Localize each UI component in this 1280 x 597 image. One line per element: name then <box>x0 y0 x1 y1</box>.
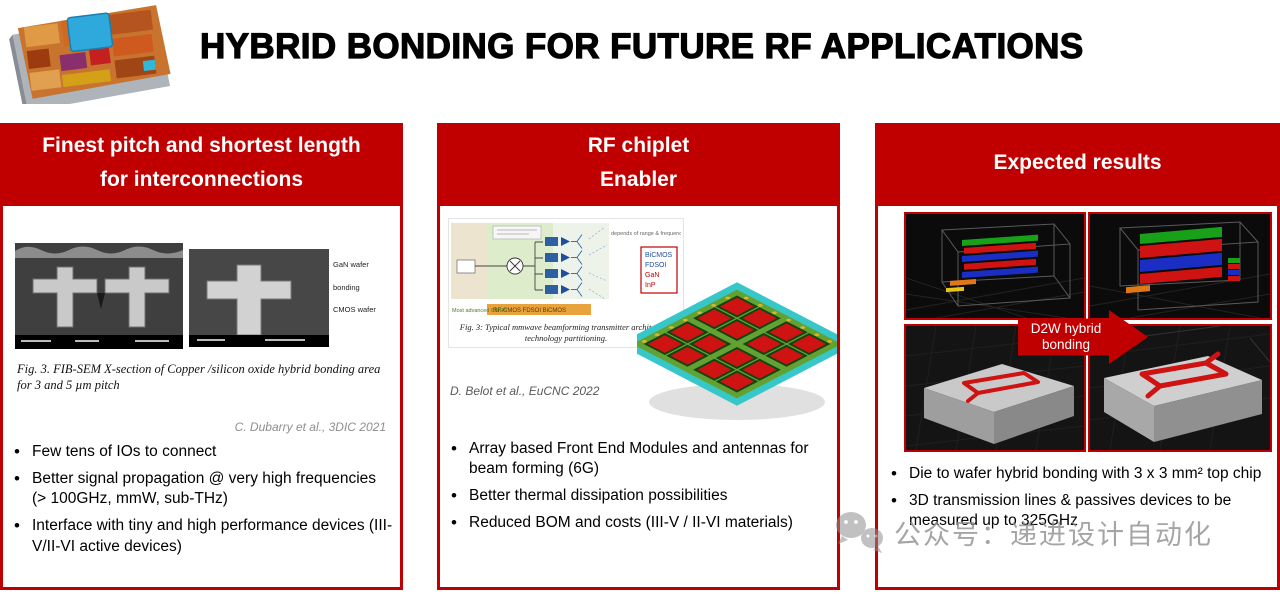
bullet-item: Reduced BOM and costs (III-V / II-VI mat… <box>446 512 835 534</box>
attribution-belot: D. Belot et al., EuCNC 2022 <box>450 384 600 398</box>
wechat-watermark: 公众号：递进设计自动化 <box>834 510 1213 554</box>
panel-interconnect: Finest pitch and shortest length for int… <box>0 123 403 590</box>
die-stack-render-1-image <box>906 214 1084 318</box>
figure-caption: Fig. 3. FIB-SEM X-section of Copper /sil… <box>17 362 381 393</box>
bullet-item: Few tens of IOs to connect <box>9 441 394 463</box>
header-line: Expected results <box>993 151 1162 175</box>
beamforming-figure: BiCMOS FDSOI GaN InP depends of range & … <box>448 218 684 349</box>
panel-rf-chiplet-header: RF chiplet Enabler <box>437 123 840 203</box>
panel-expected-results: Expected results <box>875 123 1280 590</box>
passive-device-render-1-image <box>906 326 1084 450</box>
die-stack-render-2-image <box>1090 214 1270 318</box>
bullet-item: Interface with tiny and high performance… <box>9 515 394 556</box>
diagram-left-label: Most advanced CMOS <box>452 308 508 314</box>
panel-rf-chiplet: RF chiplet Enabler <box>437 123 856 590</box>
bullet-item: Die to wafer hybrid bonding with 3 x 3 m… <box>886 463 1273 485</box>
diagram-box-label: FDSOI <box>645 262 666 269</box>
header-line: Finest pitch and shortest length <box>42 134 361 158</box>
attribution-dubarry: C. Dubarry et al., 3DIC 2021 <box>234 420 386 434</box>
fib-sem-figure: GaN wafer bonding CMOS wafer Fig. 3. FIB… <box>15 239 387 429</box>
bullet-item: Array based Front End Modules and antenn… <box>446 438 835 479</box>
diagram-note: depends of range & frequency <box>611 231 681 237</box>
beamforming-diagram: BiCMOS FDSOI GaN InP depends of range & … <box>449 219 681 321</box>
chip-die-image <box>4 2 182 114</box>
gan-wafer-label: GaN wafer <box>333 260 369 269</box>
passive-device-render-1 <box>904 324 1086 452</box>
bullet-item: Better signal propagation @ very high fr… <box>9 468 394 509</box>
arrow-label-line: bonding <box>1041 337 1091 352</box>
diagram-box-label: GaN <box>645 272 659 279</box>
die-stack-render-1 <box>904 212 1086 320</box>
panel-interconnect-header: Finest pitch and shortest length for int… <box>0 123 403 203</box>
bullet-item: Better thermal dissipation possibilities <box>446 485 835 507</box>
results-bullet-list: Die to wafer hybrid bonding with 3 x 3 m… <box>886 463 1273 538</box>
header-line: RF chiplet <box>587 134 690 158</box>
cmos-wafer-label: CMOS wafer <box>333 305 376 315</box>
watermark-text: 公众号：递进设计自动化 <box>894 519 1213 550</box>
header-line: Enabler <box>599 168 678 191</box>
diagram-box-label: InP <box>645 282 656 289</box>
page-title: HYBRID BONDING FOR FUTURE RF APPLICATION… <box>199 26 1084 66</box>
chiplet-array-illustration <box>618 282 856 420</box>
sem-side-labels: GaN wafer bonding CMOS wafer <box>333 260 385 329</box>
bonding-label: bonding <box>333 282 360 292</box>
fib-sem-image <box>15 243 329 349</box>
wechat-icon <box>836 512 883 553</box>
diagram-box-label: BiCMOS <box>645 252 673 259</box>
diagram-bar-label: RF-CMOS FDSOI BiCMOS <box>493 308 566 314</box>
panel-expected-results-header: Expected results <box>875 123 1280 203</box>
arrow-label-line: D2W hybrid <box>1030 320 1102 336</box>
interconnect-bullet-list: Few tens of IOs to connect Better signal… <box>9 441 394 564</box>
chiplet-bullet-list: Array based Front End Modules and antenn… <box>446 438 835 541</box>
chip-die-illustration <box>9 5 171 114</box>
panel-interconnect-body: GaN wafer bonding CMOS wafer Fig. 3. FIB… <box>0 203 403 590</box>
chiplet-array-image <box>618 252 856 439</box>
header-line: for interconnections <box>99 168 304 191</box>
panel-expected-results-body: D2W hybrid bonding Die to wafer hybrid b… <box>875 203 1280 590</box>
figure-caption: Fig. 3: Typical mmwave beamforming trans… <box>459 322 673 344</box>
panel-rf-chiplet-body: BiCMOS FDSOI GaN InP depends of range & … <box>437 203 856 590</box>
bullet-item: 3D transmission lines & passives devices… <box>886 490 1273 531</box>
die-stack-render-2 <box>1088 212 1272 320</box>
